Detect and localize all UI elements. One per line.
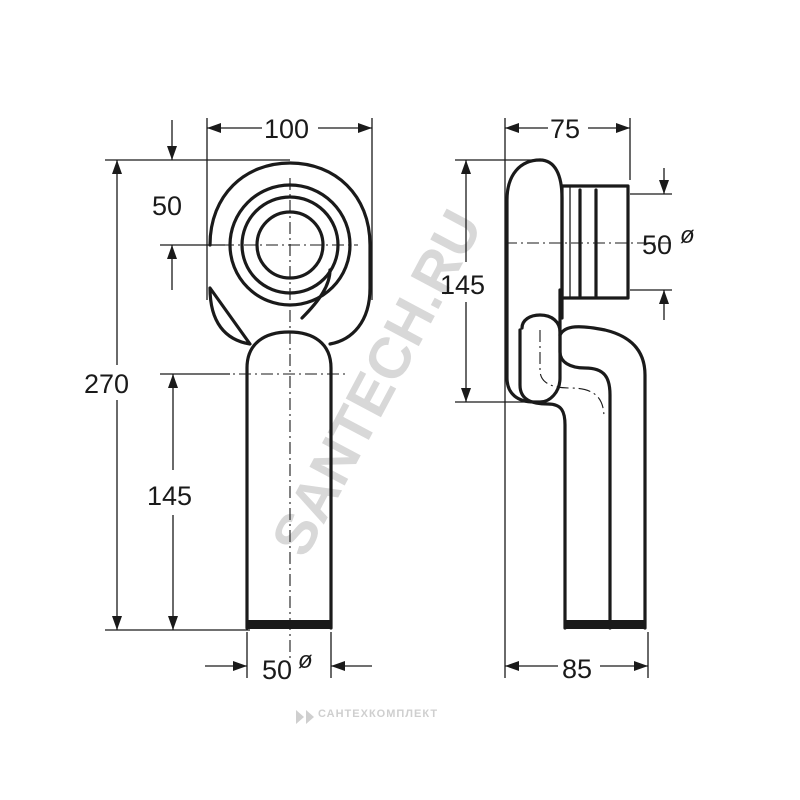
side-s-bend-outer (518, 328, 567, 630)
side-width-bottom-label: 85 (562, 654, 592, 684)
side-view: 75 145 50 ø 85 (440, 114, 695, 684)
front-outlet-label: 50 (262, 655, 292, 685)
front-housing-outline (208, 161, 372, 346)
side-housing-outline (505, 158, 562, 404)
side-inlet-spigot (560, 184, 630, 300)
front-outlet-diameter-symbol: ø (298, 647, 313, 674)
side-height-label: 145 (440, 270, 485, 300)
side-s-bend (520, 313, 612, 630)
front-total-height-label: 270 (84, 369, 129, 399)
front-pipe (245, 330, 333, 630)
front-pipe-end (247, 620, 331, 629)
watermark-text: SANTECH.RU (259, 200, 495, 566)
watermark-footer: САНТЕХКОМПЛЕКТ (318, 708, 438, 720)
front-top-offset-label: 50 (152, 191, 182, 221)
side-s-bend-top (558, 325, 647, 630)
side-inlet-diameter-symbol: ø (680, 222, 695, 249)
side-width-top-label: 75 (550, 114, 580, 144)
side-pipe-end (565, 620, 645, 629)
front-lower-height-label: 145 (147, 481, 192, 511)
watermark-logo-icon (296, 710, 314, 724)
front-width-label: 100 (264, 114, 309, 144)
side-inlet-label: 50 (642, 230, 672, 260)
front-neck (300, 268, 332, 320)
front-view: 100 270 50 145 50 ø (84, 114, 373, 685)
